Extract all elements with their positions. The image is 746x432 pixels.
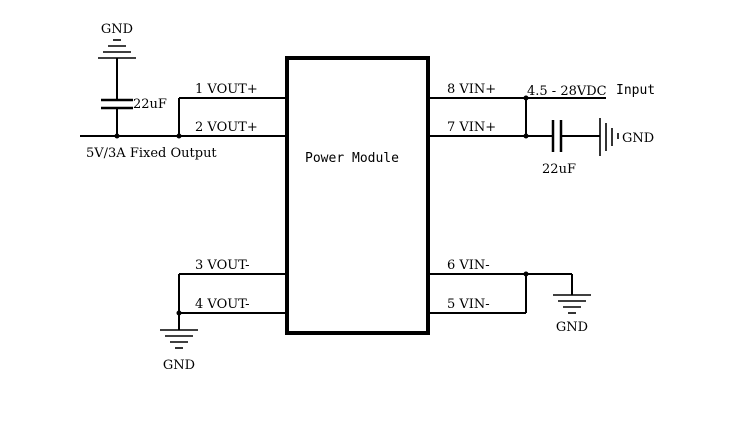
- pin4-label: 4 VOUT-: [195, 297, 250, 312]
- pin8-label: 8 VIN+: [447, 82, 496, 97]
- input-voltage-label: 4.5 - 28VDC: [527, 84, 607, 99]
- power-module-label: Power Module: [305, 151, 399, 166]
- pin6-label: 6 VIN-: [447, 258, 490, 273]
- output-label: 5V/3A Fixed Output: [86, 146, 217, 161]
- pin2-label: 2 VOUT+: [195, 120, 258, 135]
- input-label: Input: [616, 83, 655, 98]
- in-cap-label: 22uF: [542, 162, 576, 177]
- out-cap-label: 22uF: [133, 97, 167, 112]
- out-gnd-top-label: GND: [101, 22, 133, 37]
- out-gnd-bottom-label: GND: [163, 358, 195, 373]
- pin7-label: 7 VIN+: [447, 120, 496, 135]
- pin1-label: 1 VOUT+: [195, 82, 258, 97]
- pin5-label: 5 VIN-: [447, 297, 490, 312]
- in-gnd-cap-label: GND: [622, 131, 654, 146]
- junction-dot: [523, 133, 529, 139]
- junction-dot: [523, 95, 529, 101]
- in-gnd-bottom-label: GND: [556, 320, 588, 335]
- junction-dot: [523, 271, 529, 277]
- power-module-box: [285, 56, 430, 335]
- junction-dot: [176, 310, 182, 316]
- pin3-label: 3 VOUT-: [195, 258, 250, 273]
